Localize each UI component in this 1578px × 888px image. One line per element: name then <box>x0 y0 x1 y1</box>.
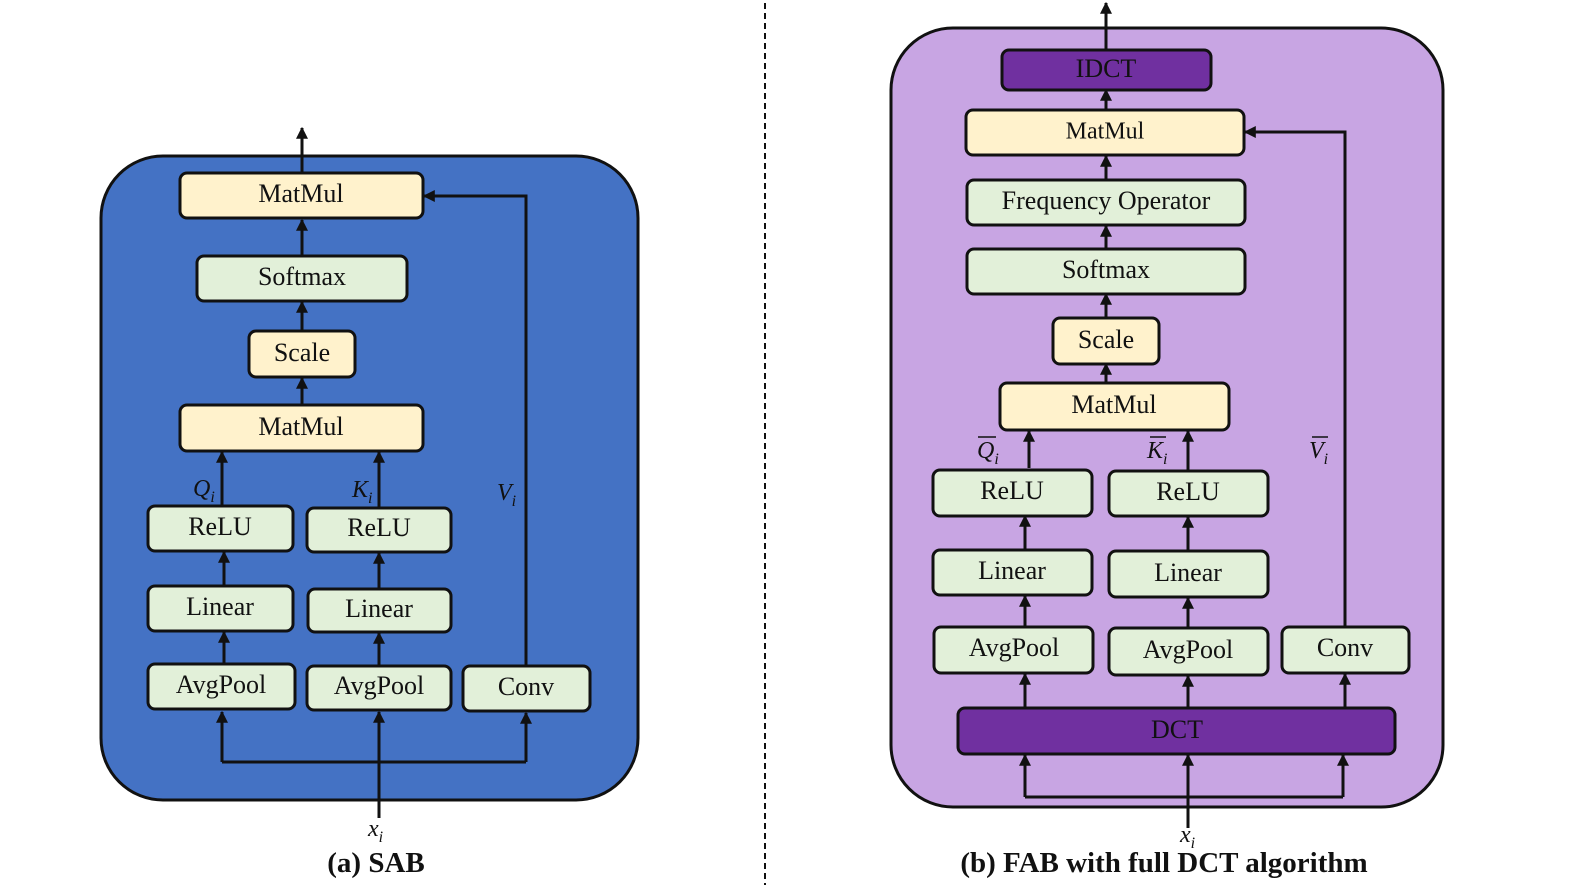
svg-text:Qi: Qi <box>977 438 999 468</box>
fab-linear-k-label: Linear <box>1154 558 1222 587</box>
fab-avgpool-k-block: AvgPool <box>1107 626 1270 677</box>
fab-avgpool-q-label: AvgPool <box>969 633 1060 662</box>
fab-conv-block: Conv <box>1280 625 1411 675</box>
fab-softmax-block: Softmax <box>965 247 1247 296</box>
fab-avgpool-q-block: AvgPool <box>932 625 1095 675</box>
sab-k-label: Ki <box>351 477 372 507</box>
sab-conv-block: Conv <box>461 664 592 713</box>
fab-matmul-top-label: MatMul <box>1066 119 1145 145</box>
fab-dct-block: DCT <box>956 706 1397 756</box>
sab-caption: (a) SAB <box>327 847 424 879</box>
fab-idct-block: IDCT <box>1000 48 1213 92</box>
fab-matmul-top-block: MatMul <box>964 108 1246 157</box>
fab-idct-label: IDCT <box>1076 54 1137 83</box>
fab-relu-q-block: ReLU <box>931 468 1094 518</box>
fab-relu-k-block: ReLU <box>1107 469 1270 518</box>
fab-relu-q-label: ReLU <box>980 476 1044 505</box>
fab-conv-label: Conv <box>1317 633 1373 662</box>
svg-text:Ki: Ki <box>1146 438 1167 468</box>
fab-softmax-label: Softmax <box>1062 255 1150 284</box>
fab-frequency-operator-label: Frequency Operator <box>1002 186 1211 215</box>
fab-v-label: Vi <box>1309 436 1328 468</box>
sab-linear-k-block: Linear <box>306 587 453 634</box>
svg-text:Vi: Vi <box>1309 438 1328 468</box>
fab-q-label: Qi <box>977 436 999 468</box>
sab-avgpool-q-block: AvgPool <box>146 662 297 711</box>
fab-panel: IDCT MatMul Frequency Operator Softmax S… <box>889 1 1445 879</box>
sab-connectors <box>216 126 532 818</box>
sab-avgpool-q-label: AvgPool <box>176 670 267 699</box>
sab-scale-block: Scale <box>247 329 357 379</box>
fab-caption: (b) FAB with full DCT algorithm <box>960 847 1367 879</box>
fab-linear-q-label: Linear <box>978 556 1046 585</box>
sab-linear-q-label: Linear <box>186 592 254 621</box>
sab-softmax-block: Softmax <box>195 254 409 303</box>
sab-scale-label: Scale <box>274 338 330 367</box>
sab-relu-q-label: ReLU <box>188 512 252 541</box>
fab-dct-label: DCT <box>1151 715 1203 744</box>
fab-matmul-bottom-block: MatMul <box>998 381 1231 432</box>
sab-relu-q-block: ReLU <box>146 504 295 553</box>
sab-v-label: Vi <box>497 480 516 510</box>
fab-connectors <box>1019 1 1351 828</box>
sab-matmul-bottom-label: MatMul <box>258 412 343 441</box>
sab-matmul-bottom-block: MatMul <box>178 403 425 453</box>
sab-softmax-label: Softmax <box>258 262 346 291</box>
sab-panel: MatMul Softmax Scale MatMul ReLU ReLU Li… <box>99 126 640 879</box>
sab-background <box>99 154 640 802</box>
sab-linear-k-label: Linear <box>345 594 413 623</box>
sab-q-label: Qi <box>193 476 215 506</box>
fab-relu-k-label: ReLU <box>1156 477 1220 506</box>
sab-relu-k-block: ReLU <box>305 506 453 554</box>
fab-input-label: xi <box>1179 822 1195 852</box>
sab-conv-label: Conv <box>498 672 554 701</box>
sab-matmul-top-block: MatMul <box>178 171 425 220</box>
fab-linear-k-block: Linear <box>1107 549 1270 599</box>
sab-linear-q-block: Linear <box>146 584 295 633</box>
fab-frequency-operator-block: Frequency Operator <box>965 178 1247 227</box>
sab-matmul-top-label: MatMul <box>258 179 343 208</box>
fab-scale-block: Scale <box>1051 316 1161 366</box>
sab-avgpool-k-block: AvgPool <box>305 664 453 712</box>
fab-matmul-bottom-label: MatMul <box>1071 390 1156 419</box>
sab-avgpool-k-label: AvgPool <box>334 671 425 700</box>
fab-linear-q-block: Linear <box>931 548 1094 597</box>
sab-relu-k-label: ReLU <box>347 513 411 542</box>
sab-input-label: xi <box>367 816 383 846</box>
fab-k-label: Ki <box>1146 436 1167 468</box>
fab-avgpool-k-label: AvgPool <box>1143 635 1234 664</box>
fab-scale-label: Scale <box>1078 325 1134 354</box>
